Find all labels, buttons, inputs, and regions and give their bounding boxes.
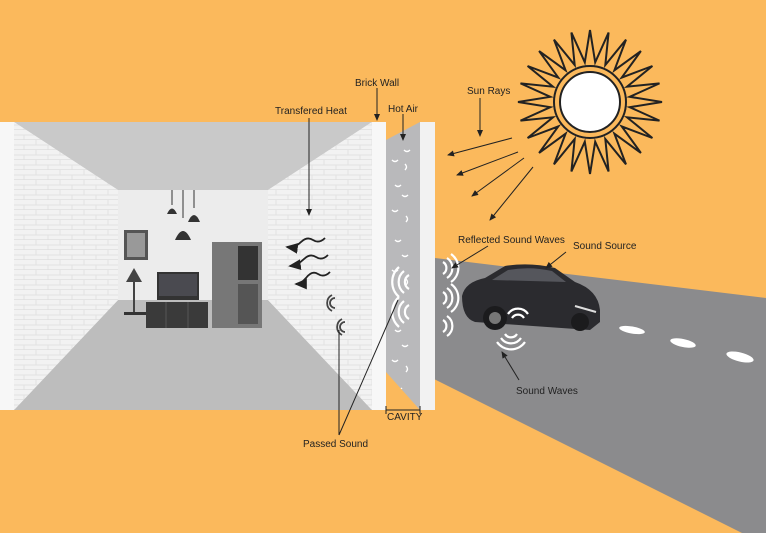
floor <box>14 300 372 410</box>
road-lane-markings <box>619 325 754 363</box>
road <box>420 258 766 533</box>
cavity-dimension <box>385 406 421 414</box>
label-brick-wall: Brick Wall <box>355 78 399 89</box>
right-wall <box>268 122 372 410</box>
sun-spikes <box>517 29 663 175</box>
heat-wave-arrows <box>285 237 331 290</box>
floor-lamp-icon <box>126 268 142 282</box>
label-arrows <box>306 88 567 436</box>
label-sound-source: Sound Source <box>573 241 637 252</box>
tv-cabinet <box>146 302 208 328</box>
room <box>0 122 386 410</box>
car-icon <box>462 264 600 331</box>
label-passed-sound: Passed Sound <box>303 439 368 450</box>
inner-brick-wall <box>372 122 386 410</box>
sun-icon <box>517 29 663 175</box>
sun-disc <box>553 65 627 139</box>
pendant-lamps-icon <box>167 190 200 240</box>
label-hot-air: Hot Air <box>388 104 419 115</box>
label-sound-waves: Sound Waves <box>516 386 578 397</box>
sun-disc <box>559 71 621 133</box>
ceiling <box>14 122 372 190</box>
label-cavity: CAVITY <box>387 412 423 423</box>
cavity-hot-air <box>386 122 420 410</box>
passed-sound-icons <box>326 294 346 336</box>
outer-brick-wall <box>420 122 435 410</box>
label-transfered-heat: Transfered Heat <box>275 106 347 117</box>
label-reflected-sound-waves: Reflected Sound Waves <box>458 235 565 246</box>
left-wall <box>14 122 118 410</box>
label-sun-rays: Sun Rays <box>467 86 510 97</box>
